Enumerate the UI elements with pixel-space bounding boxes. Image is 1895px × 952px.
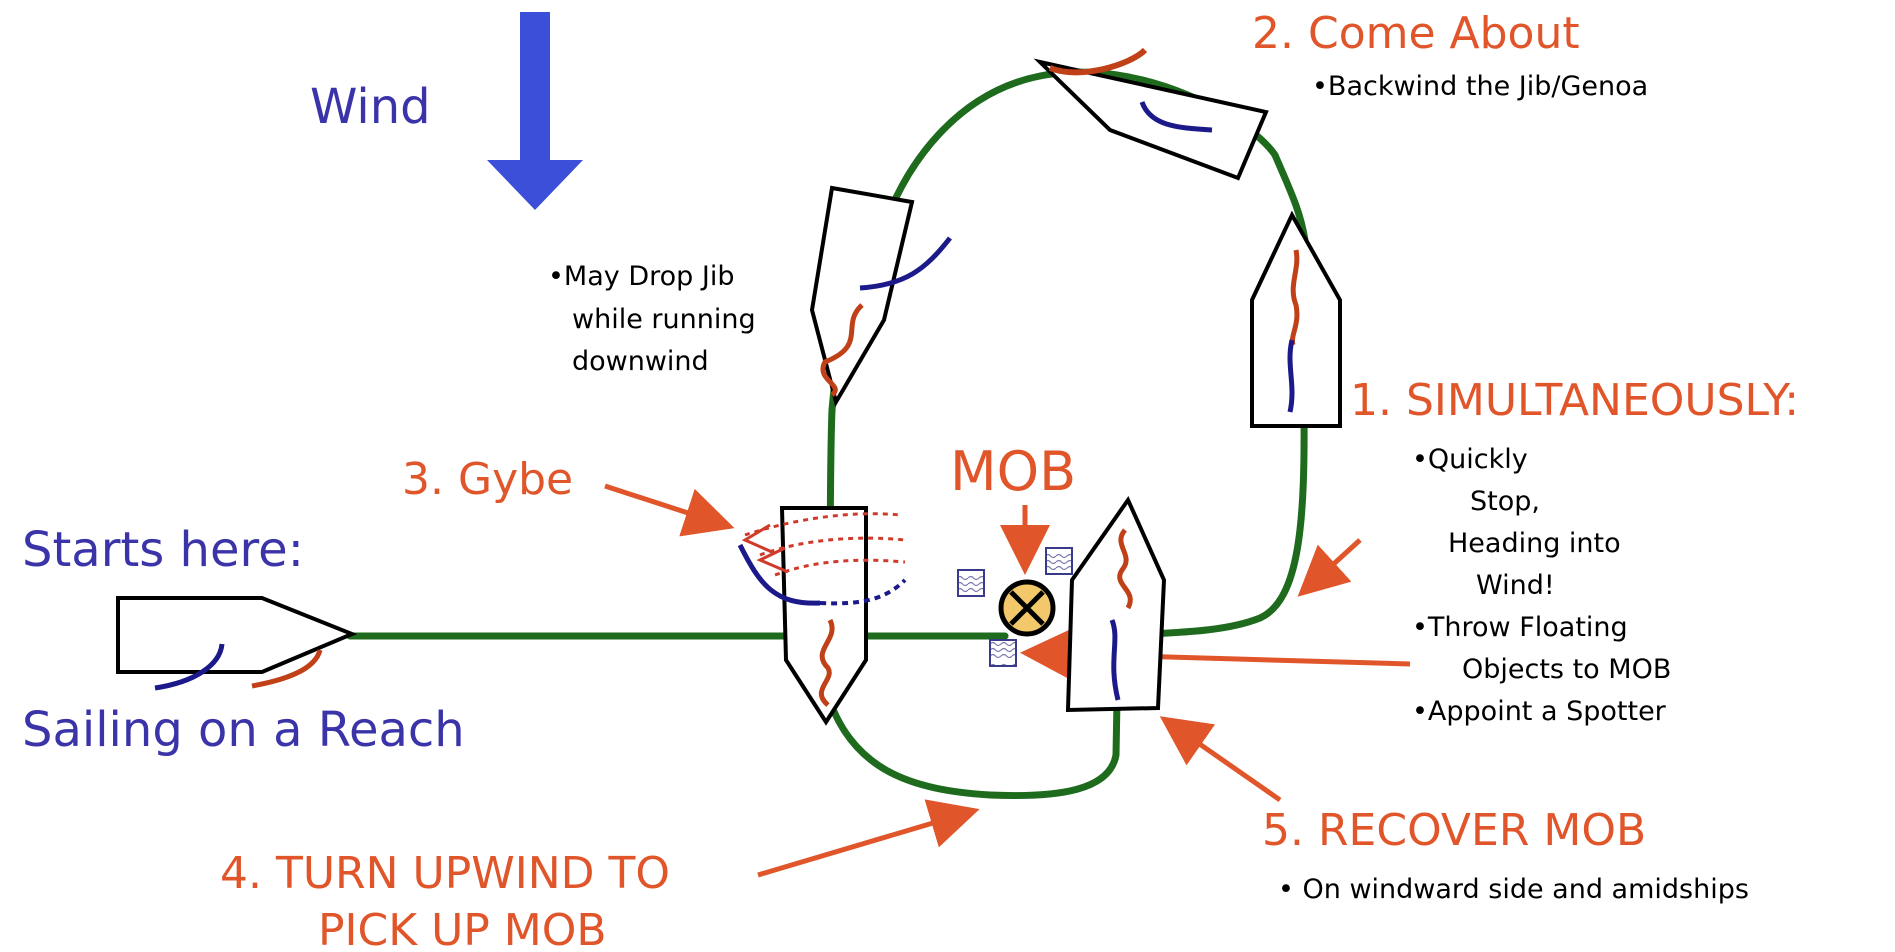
step2-title: 2. Come About — [1252, 8, 1580, 59]
step1-bullet-1: •Quickly — [1412, 444, 1528, 475]
step1-bullet-7: •Appoint a Spotter — [1412, 696, 1667, 727]
step4-title-line1: 4. TURN UPWIND TO — [220, 848, 670, 899]
step3-title: 3. Gybe — [402, 454, 573, 505]
step4-arrow — [757, 799, 980, 878]
step1-bullet-5: •Throw Floating — [1412, 612, 1628, 643]
gybe-boat — [737, 506, 907, 726]
head-to-wind-boat — [1250, 210, 1342, 428]
step5-title: 5. RECOVER MOB — [1262, 805, 1646, 856]
step1-title: 1. SIMULTANEOUSLY: — [1350, 375, 1799, 426]
step3-arrow — [604, 483, 735, 537]
drop-jib-note-line1: •May Drop Jib — [548, 261, 734, 292]
step2-bullet: •Backwind the Jib/Genoa — [1312, 71, 1648, 102]
sailing-path — [346, 68, 1309, 800]
drop-jib-note-line3: downwind — [572, 346, 709, 377]
step1-bullet-3: Heading into — [1448, 528, 1621, 559]
come-about-boat — [1033, 47, 1269, 181]
mob-marker — [998, 579, 1056, 637]
recovery-boat — [1065, 495, 1167, 713]
step4-title-line2: PICK UP MOB — [318, 905, 607, 952]
step5-bullet: • On windward side and amidships — [1278, 874, 1749, 905]
drop-jib-note-line2: while running — [572, 304, 756, 335]
step1-arrow — [1297, 538, 1362, 597]
mob-title: MOB — [950, 440, 1076, 503]
wind-arrow — [487, 12, 583, 210]
wind-label: Wind — [310, 79, 431, 135]
step1-bullet-2: Stop, — [1470, 486, 1540, 517]
step5-arrow — [1159, 716, 1282, 803]
floating-object-icon — [989, 639, 1017, 667]
floating-object-icon — [957, 569, 985, 597]
sailing-on-reach-label: Sailing on a Reach — [22, 702, 465, 758]
step1-bullet-4: Wind! — [1476, 570, 1555, 601]
step1-bullet-6: Objects to MOB — [1462, 654, 1671, 685]
start-boat — [116, 596, 358, 691]
downwind-boat — [809, 185, 952, 408]
floating-object-icon — [1045, 547, 1073, 575]
starts-here-label: Starts here: — [22, 522, 304, 578]
